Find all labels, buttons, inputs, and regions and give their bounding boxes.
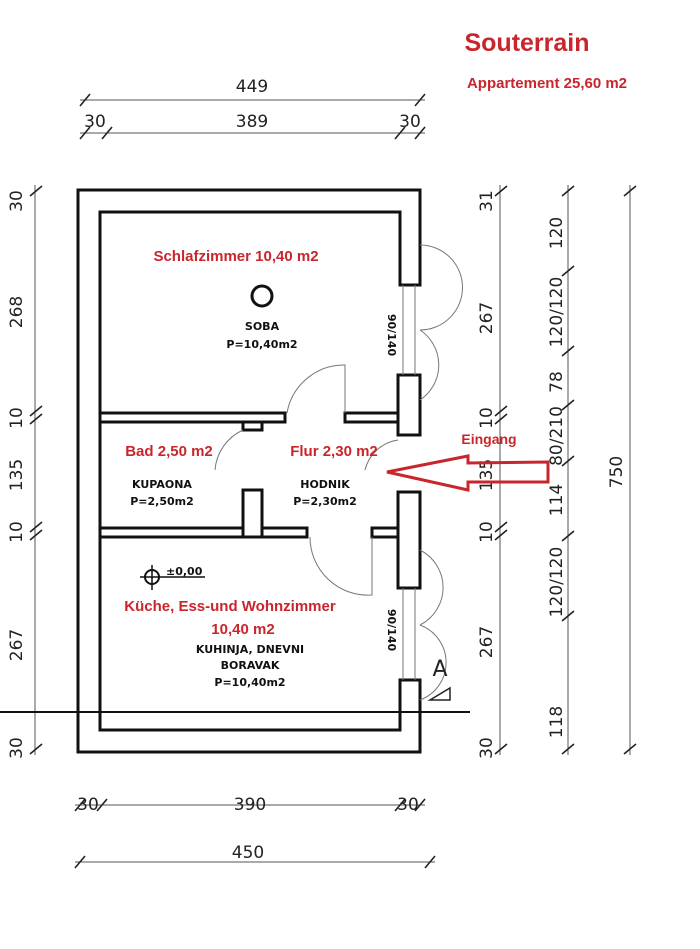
dim-right1: 267 xyxy=(477,302,497,334)
room-label-bedroom: Schlafzimmer 10,40 m2 xyxy=(153,248,318,265)
room-label-orig: KUPAONA xyxy=(132,478,192,491)
dim-top-part: 389 xyxy=(236,112,268,132)
dim-left: 30 xyxy=(7,190,27,212)
dim-left: 10 xyxy=(7,521,27,543)
room-area-orig: P=10,40m2 xyxy=(226,338,297,351)
dim-bottom-total: 450 xyxy=(232,843,264,863)
section-letter: A xyxy=(432,657,447,682)
entrance-label: Eingang xyxy=(461,431,516,447)
dim-right-total: 750 xyxy=(607,456,627,488)
dim-right1: 10 xyxy=(477,521,497,543)
room-label-hall: Flur 2,30 m2 xyxy=(290,443,378,460)
dim-right2: 114 xyxy=(547,484,567,516)
entrance-arrow-icon xyxy=(386,454,550,492)
room-label-orig: KUHINJA, DNEVNI xyxy=(196,643,304,656)
dim-right2: 80/210 xyxy=(547,406,567,466)
dim-left: 268 xyxy=(7,296,27,328)
openings: 90/140 90/140 xyxy=(214,244,463,701)
page-subtitle: Appartement 25,60 m2 xyxy=(467,75,627,92)
dim-top-part: 30 xyxy=(399,112,421,132)
dim-top-total: 449 xyxy=(236,77,268,97)
walls xyxy=(0,188,470,754)
room-area-orig: P=2,30m2 xyxy=(293,495,357,508)
level-mark-icon xyxy=(140,565,205,590)
room-area-orig: P=10,40m2 xyxy=(214,676,285,689)
bottom-dimensions: 30 390 30 450 xyxy=(74,795,436,869)
dim-right1: 30 xyxy=(477,737,497,759)
dim-right2: 120 xyxy=(547,217,567,249)
dim-top-part: 30 xyxy=(84,112,106,132)
room-label-orig: SOBA xyxy=(245,320,280,333)
dim-right2: 78 xyxy=(547,371,567,393)
dim-left: 267 xyxy=(7,629,27,661)
dim-left: 30 xyxy=(7,737,27,759)
dim-right2: 120/120 xyxy=(547,547,567,618)
dim-bottom-part: 390 xyxy=(234,795,266,815)
right-dimensions: 31 267 10 135 10 267 30 120 120/120 78 8… xyxy=(477,185,637,759)
dim-right1: 10 xyxy=(477,407,497,429)
window-mark: 90/140 xyxy=(385,314,398,357)
level-mark-text: ±0,00 xyxy=(166,565,203,578)
room-label-orig: BORAVAK xyxy=(221,659,280,672)
room-label-bath: Bad 2,50 m2 xyxy=(125,443,213,460)
dim-bottom-part: 30 xyxy=(397,795,419,815)
page-title: Souterrain xyxy=(464,29,589,57)
dim-bottom-part: 30 xyxy=(77,795,99,815)
room-area-kitchen: 10,40 m2 xyxy=(211,621,274,638)
room-label-kitchen: Küche, Ess-und Wohnzimmer xyxy=(124,598,336,615)
room-label-orig: HODNIK xyxy=(300,478,350,491)
room-symbol-icon xyxy=(250,284,274,308)
dim-left: 135 xyxy=(7,459,27,491)
room-area-orig: P=2,50m2 xyxy=(130,495,194,508)
dim-right1: 31 xyxy=(477,190,497,212)
top-dimensions: 449 30 389 30 xyxy=(79,77,426,140)
section-mark: A xyxy=(427,657,451,701)
dim-right2: 120/120 xyxy=(547,277,567,348)
left-dimensions: 30 268 10 135 10 267 30 xyxy=(7,185,43,759)
dim-right1: 267 xyxy=(477,626,497,658)
dim-left: 10 xyxy=(7,407,27,429)
window-mark: 90/140 xyxy=(385,609,398,652)
dim-right2: 118 xyxy=(547,706,567,738)
